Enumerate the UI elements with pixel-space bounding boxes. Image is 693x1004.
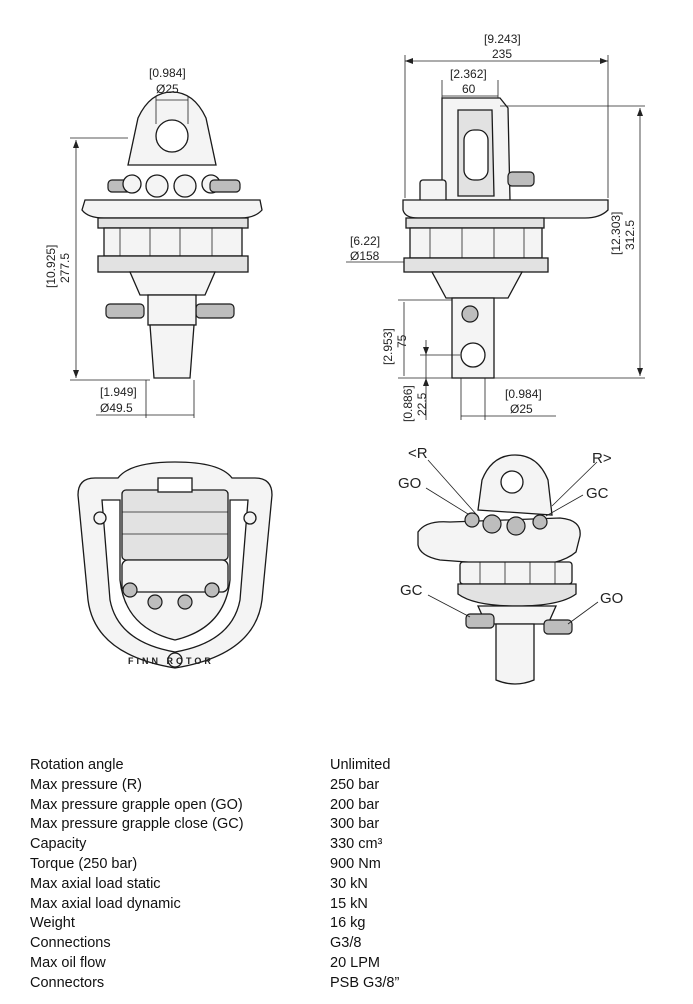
spec-value: 20 LPM	[330, 954, 380, 971]
spec-label: Connections	[30, 935, 111, 952]
port-gc-bottom-label: GC	[400, 582, 423, 599]
spec-value: 15 kN	[330, 895, 368, 912]
spec-value: 250 bar	[330, 776, 380, 793]
side-body-dia-inch: [6.22]	[350, 234, 380, 248]
port-gc-top-label: GC	[586, 485, 609, 502]
port-r-right-label: R>	[592, 450, 612, 467]
side-shaft-length-inch: [2.953]	[381, 328, 395, 365]
spec-row: Rotation angle Unlimited	[30, 756, 630, 776]
side-yoke-mm: 60	[462, 82, 476, 96]
side-hole-dia-inch: [0.984]	[505, 387, 542, 401]
spec-label: Connectors	[30, 974, 105, 991]
spec-row: Weight 16 kg	[30, 914, 630, 934]
spec-label: Max axial load dynamic	[30, 895, 181, 912]
spec-label: Max axial load static	[30, 875, 161, 892]
front-shaft-dia: Ø49.5	[100, 401, 133, 415]
spec-label: Max oil flow	[30, 954, 106, 971]
spec-label: Torque (250 bar)	[30, 855, 138, 872]
side-total-height-inch: [12.303]	[609, 212, 623, 255]
side-total-height-mm: 312.5	[623, 220, 637, 250]
spec-value: Unlimited	[330, 757, 391, 773]
technical-drawing: [10.925] 277.5 [0.984] Ø25 [1.949] Ø49.5	[44, 32, 645, 685]
port-r-left-label: <R	[408, 445, 428, 462]
spec-row: Capacity 330 cm³	[30, 835, 630, 855]
spec-row: Max pressure grapple open (GO) 200 bar	[30, 796, 630, 816]
front-view: [10.925] 277.5 [0.984] Ø25 [1.949] Ø49.5	[44, 66, 263, 418]
spec-row: Max axial load static 30 kN	[30, 875, 630, 895]
side-shaft-length-mm: 75	[395, 334, 409, 348]
spec-value: PSB G3/8”	[330, 974, 400, 991]
iso-view: <R R> GO GC GC GO	[398, 445, 623, 685]
front-shaft-dia-inch: [1.949]	[100, 385, 137, 399]
side-width-mm: 235	[492, 47, 512, 61]
spec-row: Torque (250 bar) 900 Nm	[30, 855, 630, 875]
spec-label: Max pressure (R)	[30, 776, 142, 793]
front-top-dia: Ø25	[156, 82, 179, 96]
side-body-dia: Ø158	[350, 249, 380, 263]
brand-text: FINN ROTOR	[128, 656, 214, 666]
spec-value: 30 kN	[330, 875, 368, 892]
side-yoke-inch: [2.362]	[450, 67, 487, 81]
spec-label: Weight	[30, 915, 75, 932]
front-height-inch: [10.925]	[44, 245, 58, 288]
side-hole-offset-inch: [0.886]	[401, 385, 415, 422]
spec-row: Connections G3/8	[30, 934, 630, 954]
spec-label: Rotation angle	[30, 757, 124, 773]
spec-row: Max pressure (R) 250 bar	[30, 776, 630, 796]
spec-value: 900 Nm	[330, 855, 381, 872]
spec-value: G3/8	[330, 935, 362, 952]
front-top-dia-inch: [0.984]	[149, 66, 186, 80]
spec-row: Max oil flow 20 LPM	[30, 954, 630, 974]
spec-row: Max axial load dynamic 15 kN	[30, 895, 630, 915]
spec-value: 16 kg	[330, 915, 366, 932]
side-width-inch: [9.243]	[484, 32, 521, 46]
side-hole-offset-mm: 22.5	[415, 392, 429, 416]
spec-label: Capacity	[30, 836, 87, 853]
spec-value: 300 bar	[330, 816, 380, 833]
bottom-view: FINN ROTOR	[77, 461, 273, 669]
spec-label: Max pressure grapple close (GC)	[30, 816, 244, 833]
spec-label: Max pressure grapple open (GO)	[30, 796, 243, 813]
side-view: [9.243] 235 [2.362] 60 [12.303] 312.5 [6…	[346, 32, 645, 422]
port-go-top-label: GO	[398, 475, 421, 492]
side-hole-dia: Ø25	[510, 402, 533, 416]
port-go-bottom-label: GO	[600, 590, 623, 607]
spec-value: 200 bar	[330, 796, 380, 813]
spec-row: Max pressure grapple close (GC) 300 bar	[30, 815, 630, 835]
front-height-mm: 277.5	[58, 253, 72, 283]
spec-value: 330 cm³	[330, 836, 383, 853]
spec-row: Connectors PSB G3/8”	[30, 974, 630, 994]
